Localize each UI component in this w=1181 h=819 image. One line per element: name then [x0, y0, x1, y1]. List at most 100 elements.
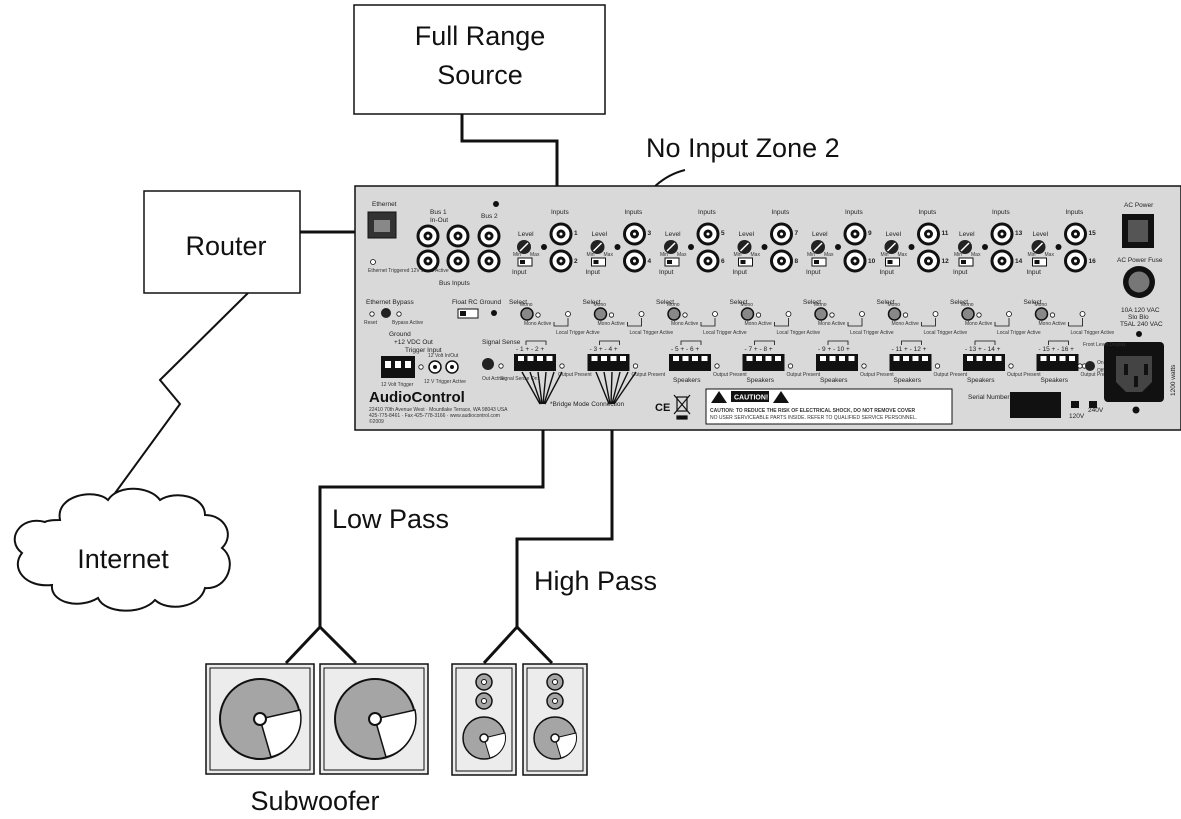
bus2-jack-top[interactable]: [477, 224, 501, 248]
channel-number: 3: [648, 230, 652, 237]
input-jack-11[interactable]: [917, 222, 940, 246]
max-label: Max: [898, 252, 908, 258]
select-switch[interactable]: [932, 311, 939, 317]
signal-sense-button[interactable]: [482, 358, 494, 370]
speaker-terminal-block[interactable]: [816, 354, 858, 371]
input-jack-8[interactable]: [770, 249, 793, 273]
trigger-12v-label: 12 Volt Trigger: [381, 382, 414, 388]
speaker-terminal-block[interactable]: [514, 354, 556, 371]
level-knob[interactable]: [958, 240, 972, 254]
display-toggle[interactable]: [1085, 361, 1095, 371]
mono-label: Mono: [594, 302, 607, 308]
input-switch[interactable]: [885, 257, 900, 267]
mono-button[interactable]: [593, 307, 608, 321]
level-label: Level: [739, 231, 755, 238]
channel-number: 2: [574, 258, 578, 265]
output-present-label: Output Present: [787, 372, 821, 378]
select-switch[interactable]: [565, 311, 571, 317]
mono-button[interactable]: [740, 307, 755, 321]
speaker-terminal-block[interactable]: [963, 354, 1005, 371]
caution-line1: CAUTION: TO REDUCE THE RISK OF ELECTRICA…: [710, 408, 915, 414]
input-jack-6[interactable]: [696, 249, 720, 273]
input-jack-4[interactable]: [623, 249, 646, 273]
mono-button[interactable]: [667, 307, 681, 321]
sat-branch-left: [482, 625, 519, 665]
input-switch[interactable]: [517, 257, 533, 267]
input-jack-1[interactable]: [549, 222, 573, 246]
level-knob[interactable]: [737, 240, 752, 254]
input-jack-14[interactable]: [990, 249, 1014, 273]
level-knob[interactable]: [884, 240, 899, 254]
level-knob[interactable]: [517, 240, 531, 254]
select-switch[interactable]: [712, 311, 718, 317]
speaker-terminal-block[interactable]: [742, 354, 785, 371]
min-label: Min: [660, 252, 668, 258]
input-jack-12[interactable]: [917, 249, 940, 273]
speaker-terminal-block[interactable]: [587, 354, 630, 371]
select-switch[interactable]: [1006, 311, 1012, 317]
input-switch[interactable]: [591, 257, 606, 267]
input-jack-15[interactable]: [1064, 222, 1087, 246]
input-switch[interactable]: [738, 257, 753, 267]
ground-switch[interactable]: [457, 308, 479, 319]
bus2-jack-bottom[interactable]: [477, 249, 501, 273]
bus1-in-jack-top[interactable]: [446, 224, 470, 248]
select-switch[interactable]: [785, 311, 792, 317]
input-jack-7[interactable]: [770, 222, 793, 246]
input-label: Input: [880, 269, 895, 276]
inout-12v-label: 12 Volt In/Out: [428, 353, 459, 359]
input-jack-10[interactable]: [843, 249, 867, 273]
bus1-in-jack-bottom[interactable]: [446, 249, 470, 273]
warning-icon-right: [773, 391, 789, 403]
select-switch[interactable]: [638, 311, 645, 317]
mono-label: Mono: [961, 302, 974, 308]
input-switch[interactable]: [811, 257, 827, 267]
internet-cloud: Internet: [13, 487, 231, 612]
level-knob[interactable]: [811, 240, 825, 254]
select-switch[interactable]: [859, 311, 865, 317]
speaker-terminal-block[interactable]: [669, 354, 711, 371]
level-knob[interactable]: [664, 240, 678, 254]
bus1-out-jack-bottom[interactable]: [416, 249, 440, 273]
input-jack-9[interactable]: [843, 222, 867, 246]
reset-label: Reset: [364, 320, 378, 326]
router-label: Router: [185, 231, 266, 261]
select-label: Select: [583, 299, 601, 306]
speaker-terminal-zone-1: - 1 + - 2 +Output Present: [514, 340, 592, 378]
bus1-out-jack-top[interactable]: [416, 224, 440, 248]
bypass-button[interactable]: [381, 308, 391, 318]
speaker-terminal-block[interactable]: [1036, 354, 1079, 371]
mono-button[interactable]: [887, 307, 902, 321]
mono-button[interactable]: [1034, 307, 1049, 321]
mono-label: Mono: [741, 302, 754, 308]
mono-button[interactable]: [814, 307, 828, 321]
speaker-terminal-block[interactable]: [889, 354, 932, 371]
mono-button[interactable]: [961, 307, 975, 321]
min-label: Min: [587, 252, 595, 258]
input-switch[interactable]: [1032, 257, 1047, 267]
level-knob[interactable]: [590, 240, 605, 254]
input-jack-13[interactable]: [990, 222, 1014, 246]
input-jack-5[interactable]: [696, 222, 720, 246]
input-switch[interactable]: [958, 257, 974, 267]
input-switch[interactable]: [664, 257, 680, 267]
input-jack-16[interactable]: [1064, 249, 1087, 273]
select-label: Select: [656, 299, 674, 306]
trigger-active-label: Local Trigger Active: [630, 330, 674, 336]
router-box: Router: [143, 190, 301, 294]
output-present-label: Output Present: [1007, 372, 1041, 378]
level-knob[interactable]: [1031, 240, 1046, 254]
input-jack-3[interactable]: [623, 222, 646, 246]
max-label: Max: [824, 252, 834, 258]
mono-button[interactable]: [520, 307, 534, 321]
bypass-active-label: Bypass Active: [392, 320, 423, 326]
trigger-active-label: Local Trigger Active: [777, 330, 821, 336]
input-label: Input: [953, 269, 968, 276]
watts-label: 1200 watts: [1170, 364, 1177, 396]
input-jack-2[interactable]: [549, 249, 573, 273]
select-switch[interactable]: [1079, 311, 1086, 317]
